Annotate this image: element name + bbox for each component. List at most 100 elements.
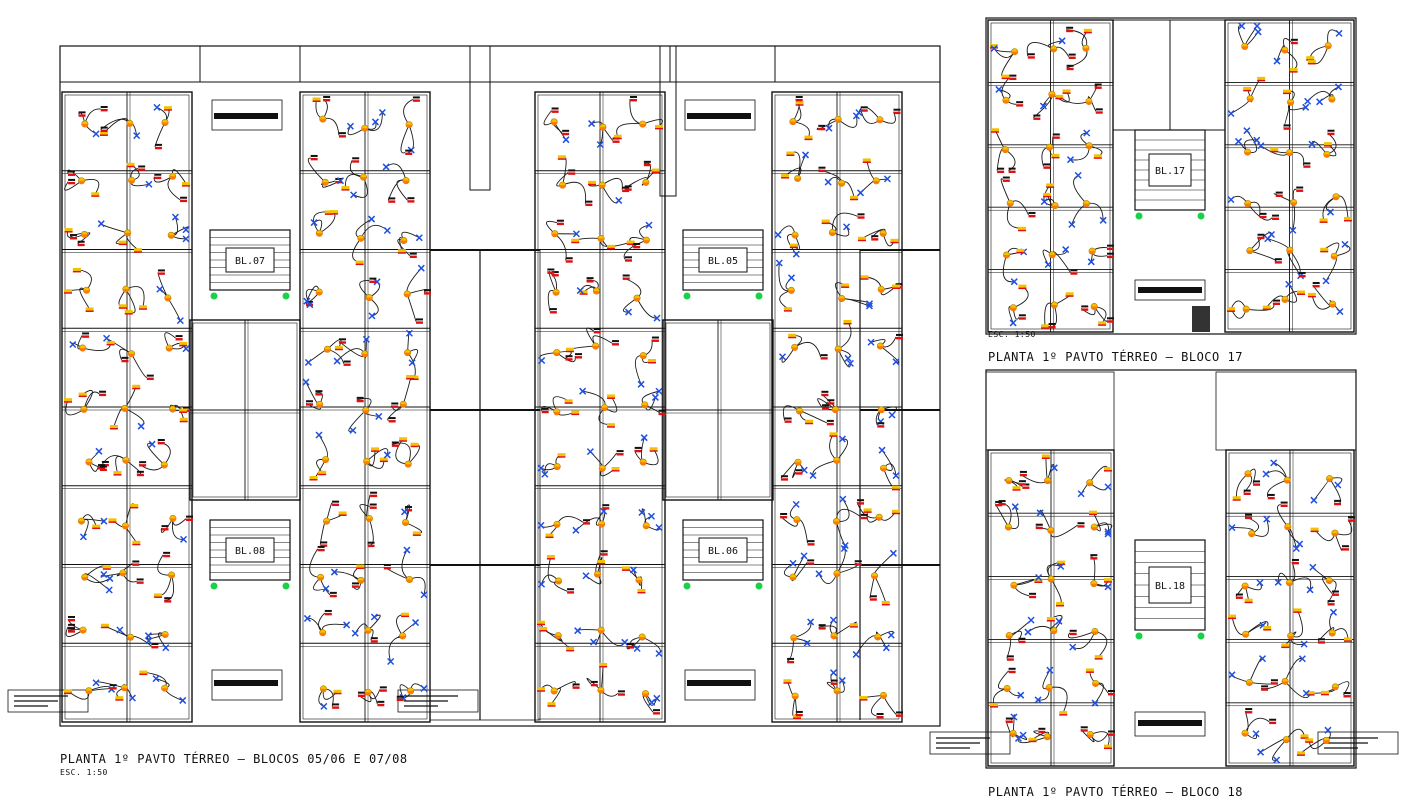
switch-icon — [792, 250, 800, 258]
circuit-tag-icon — [820, 357, 828, 360]
outlet-base — [1046, 186, 1055, 188]
switch-mark — [1285, 280, 1293, 288]
outlet-icon — [821, 219, 830, 225]
outlet-base — [309, 478, 318, 481]
outlet-base — [410, 378, 419, 381]
circuit-tag-icon — [136, 581, 144, 584]
light-fixture-icon — [164, 294, 172, 302]
fixture-half — [1047, 578, 1055, 583]
outlet-base — [109, 428, 118, 430]
fixture-half — [789, 121, 797, 125]
outlet-base — [102, 568, 111, 570]
outlet-body — [1046, 183, 1055, 187]
circuit-label-icon — [1077, 522, 1085, 525]
light-fixture-icon — [400, 236, 408, 244]
wiring-layer — [64, 25, 1353, 761]
circuit-tag-icon — [324, 612, 332, 616]
circuit-tag-icon — [818, 127, 826, 131]
outlet-body — [1098, 321, 1107, 325]
light-fixture-icon — [830, 632, 838, 640]
wire — [84, 576, 111, 583]
fixture-half — [1002, 100, 1010, 104]
fixture-half — [1247, 98, 1254, 102]
fixture-half — [1323, 740, 1330, 744]
circuit-label-icon — [1269, 718, 1277, 721]
switch-mark — [792, 500, 800, 508]
outlet-body — [857, 236, 866, 240]
switch-icon — [1270, 459, 1278, 467]
fixture-half — [1281, 50, 1289, 54]
wire — [622, 297, 638, 313]
fixture-half — [1044, 736, 1051, 740]
light-fixture-icon — [635, 576, 643, 584]
vent-bar — [214, 113, 278, 119]
wire — [1001, 51, 1015, 78]
outlet-icon — [1296, 751, 1305, 756]
outlet-base — [1244, 601, 1253, 604]
light-fixture-icon — [323, 517, 331, 525]
outlet-base — [557, 456, 566, 458]
light-fixture-icon — [833, 456, 841, 464]
light-fixture-icon — [1329, 300, 1337, 308]
switch-icon — [171, 213, 179, 221]
switch-mark — [800, 466, 808, 474]
switch-icon — [97, 220, 105, 228]
light-fixture-icon — [319, 685, 327, 693]
circuit-tag-icon — [151, 645, 159, 649]
circuit-label-icon — [332, 703, 340, 706]
wire — [408, 124, 414, 151]
fixture-half — [363, 461, 370, 465]
circuit-tag-icon — [821, 393, 829, 397]
circuit-tag-icon — [1296, 189, 1304, 192]
fixture-half — [553, 352, 560, 356]
wire — [65, 399, 85, 416]
circuit-label-icon — [1243, 489, 1251, 492]
outlet-body — [1028, 737, 1037, 741]
outlet-base — [637, 591, 646, 594]
light-fixture-icon — [1290, 198, 1298, 206]
outlet-icon — [312, 97, 321, 102]
light-fixture-icon — [1287, 632, 1295, 640]
outlet-icon — [130, 503, 139, 509]
outlet-icon — [622, 566, 631, 571]
wire — [125, 286, 145, 307]
fixture-half — [399, 635, 406, 640]
fixture-half — [1290, 202, 1297, 206]
switch-mark — [838, 435, 846, 443]
circuit-tag-icon — [154, 146, 162, 150]
switch-icon — [1252, 730, 1260, 738]
outlet-icon — [566, 646, 575, 652]
switch-icon — [128, 694, 136, 702]
circuit-label-icon — [590, 680, 598, 683]
fixture-half — [322, 182, 329, 186]
outlet-base — [841, 286, 850, 288]
fixture-half — [169, 518, 177, 522]
circuit-label-icon — [405, 149, 413, 152]
switch-mark — [420, 591, 428, 599]
outlet-body — [546, 555, 555, 559]
circuit-label-icon — [323, 96, 331, 98]
switch-mark — [655, 649, 663, 658]
outlet-body — [397, 249, 406, 253]
circuit-label-icon — [1327, 600, 1335, 603]
switch-mark — [572, 526, 580, 534]
outlet-icon — [1016, 248, 1025, 254]
switch-icon — [137, 422, 145, 430]
switch-icon — [1010, 278, 1018, 286]
switch-mark — [1227, 196, 1235, 204]
switch-icon — [633, 644, 641, 653]
switch-mark — [645, 221, 653, 229]
block-label: BL.17 — [1155, 166, 1185, 177]
circuit-tag-icon — [1107, 255, 1114, 259]
switch-mark — [106, 574, 114, 582]
outlet-body — [154, 593, 163, 597]
outlet-icon — [892, 284, 900, 290]
outlet-base — [1232, 499, 1241, 501]
outlet-body — [371, 447, 380, 451]
circuit-label-icon — [565, 257, 573, 260]
outlet-icon — [179, 408, 188, 413]
outlet-base — [1012, 489, 1021, 491]
light-fixture-icon — [1241, 582, 1249, 590]
circuit-label-icon — [1274, 258, 1282, 261]
fixture-half — [838, 298, 845, 302]
